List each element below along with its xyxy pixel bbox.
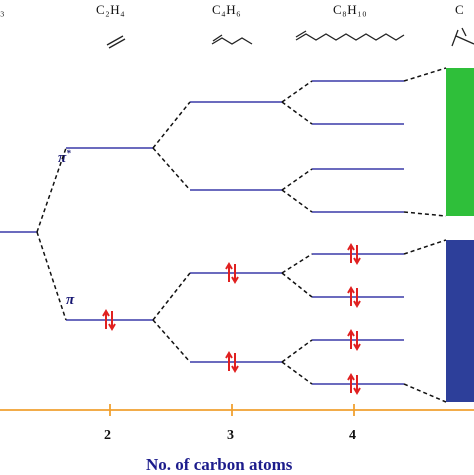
spin-down-arrow: [231, 264, 239, 284]
butadiene-structure: [211, 37, 253, 45]
spin-down-arrow: [353, 288, 361, 308]
energy-levels: [0, 80, 404, 385]
pi-band: [446, 240, 474, 402]
axis-title: No. of carbon atoms: [146, 455, 293, 474]
ethylene-structure: [106, 35, 126, 49]
electron-pair: [102, 309, 116, 331]
left-edge-fragment: ₃: [0, 2, 6, 17]
octatetraene-structure: [295, 33, 405, 41]
electron-pair: [225, 351, 239, 373]
spin-down-arrow: [108, 311, 116, 331]
spin-up-arrow: [347, 329, 355, 349]
spin-up-arrow: [102, 309, 110, 329]
butadiene-double-bond: [212, 34, 223, 42]
molecule-label-c2h4: C₂H₄: [96, 2, 126, 17]
x-axis: [0, 404, 474, 416]
spin-down-arrow: [353, 245, 361, 265]
spin-up-arrow: [347, 373, 355, 393]
spin-up-arrow: [347, 286, 355, 306]
spin-down-arrow: [353, 331, 361, 351]
spin-down-arrow: [231, 353, 239, 373]
tick-label-4: 4: [349, 428, 356, 443]
molecule-structures: [106, 27, 474, 49]
electron-pair: [225, 262, 239, 284]
electron-pair: [347, 243, 361, 265]
electron-pair: [347, 329, 361, 351]
electron-pairs: [102, 243, 361, 395]
octatetraene-double-bonds: [295, 30, 307, 38]
right-edge-fragment: C: [455, 2, 465, 17]
tick-label-3: 3: [227, 428, 234, 443]
pi-star-band: [446, 68, 474, 216]
electron-pair: [347, 286, 361, 308]
spin-down-arrow: [353, 375, 361, 395]
spin-up-arrow: [225, 351, 233, 371]
tick-label-2: 2: [104, 428, 111, 443]
polymer-structure-fragment: [451, 27, 474, 47]
pi-label: π: [66, 292, 75, 308]
spin-up-arrow: [225, 262, 233, 282]
electron-pair: [347, 373, 361, 395]
molecule-label-c4h6: C₄H₆: [212, 2, 242, 17]
molecule-label-c8h10: C₈H₁₀: [333, 2, 368, 17]
spin-up-arrow: [347, 243, 355, 263]
correlation-lines: [36, 67, 447, 403]
